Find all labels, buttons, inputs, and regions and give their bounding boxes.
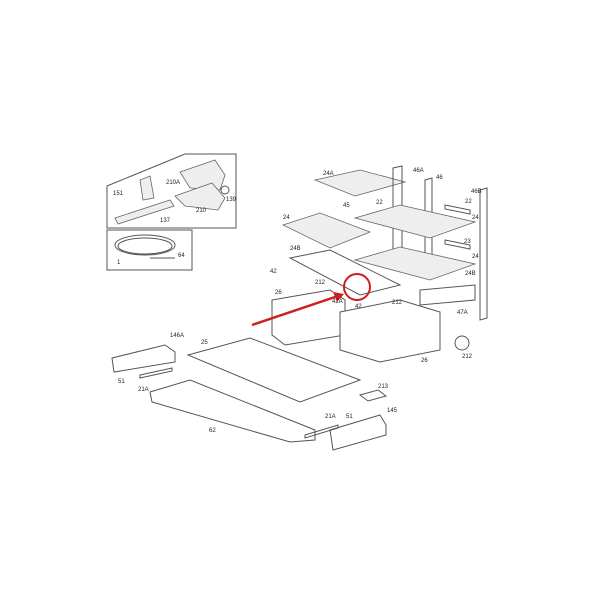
slide-21A-right [304,424,339,439]
label-24B-left: 24B [290,246,301,252]
label-24-right-top: 24 [472,215,479,221]
label-25: 25 [201,340,208,346]
label-213: 213 [378,384,389,390]
highlight-arrow [251,292,344,327]
label-21A-left: 21A [138,387,149,393]
label-47A: 47A [457,310,468,316]
label-51-left: 51 [118,379,125,385]
label-26-right: 26 [421,358,428,364]
shelf-24-right-bottom [353,246,477,281]
label-45: 45 [343,203,350,209]
label-26-left: 26 [275,290,282,296]
shelf-frame-24B [288,249,402,296]
label-151: 151 [113,191,124,197]
label-24A: 24A [323,171,334,177]
shelf-24A [313,169,407,197]
label-46B: 46B [471,189,482,195]
label-51-right: 51 [346,414,353,420]
crisper-26-right [339,299,441,363]
label-21A-right: 21A [325,414,336,420]
label-22-center: 22 [376,200,383,206]
label-210: 210 [196,208,207,214]
part-213 [358,389,388,402]
label-42A: 42A [332,299,343,305]
callout-labels: 151 210A 210 139 137 1 64 24A 46A 46 46B… [113,168,482,434]
label-212-left: 212 [315,280,326,286]
trim-23 [444,239,471,250]
label-46A: 46A [413,168,424,174]
shelf-24-left [281,212,372,249]
inset-water-line [106,229,193,271]
inset-ice-parts [106,153,237,229]
slide-21A-left [139,367,173,379]
label-23: 23 [464,239,471,245]
label-212-right: 212 [462,354,473,360]
label-210A: 210A [166,180,180,186]
part-212-bumper [454,335,470,351]
label-46: 46 [436,175,443,181]
label-146A: 146A [170,333,184,339]
trim-22 [444,204,471,215]
shelf-24-right-top [353,204,477,239]
label-64: 64 [178,253,185,259]
cover-25 [186,337,362,403]
pantry-drawer-62 [149,379,316,443]
label-137: 137 [160,218,171,224]
label-24-left: 24 [283,215,290,221]
label-1: 1 [117,260,121,266]
label-62: 62 [209,428,216,434]
control-145 [329,414,387,451]
label-24-right-bottom: 24 [472,254,479,260]
label-24B-right: 24B [465,271,476,277]
label-42-left: 42 [270,269,277,275]
control-146A [111,344,176,373]
label-145: 145 [387,408,398,414]
rail-46B [479,187,488,321]
label-42-center: 42 [355,304,362,310]
shelf-frame-24B-right [419,284,476,306]
label-139: 139 [226,197,237,203]
label-22-right: 22 [465,199,472,205]
label-212-center: 212 [392,300,403,306]
highlight-circle [343,273,371,301]
